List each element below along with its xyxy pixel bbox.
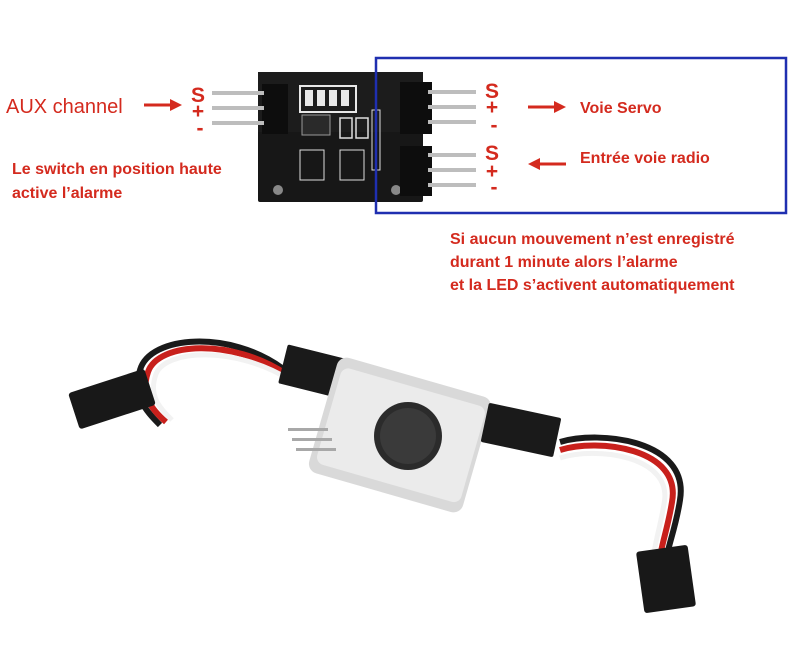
aux-channel-label: AUX channel: [6, 96, 123, 118]
radio-pin-signal: S: [484, 142, 499, 165]
left-pin-minus: -: [196, 117, 204, 140]
radio-pin-minus: -: [490, 176, 498, 199]
radio-pin-plus: +: [485, 160, 499, 183]
servo-pin-signal: S: [484, 80, 499, 103]
switch-line-2: active l’alarme: [12, 185, 123, 202]
alarm-module-photo: [68, 338, 696, 613]
highlight-box: [374, 56, 788, 215]
voie-servo-label: Voie Servo: [580, 100, 662, 117]
note-line-3: et la LED s’activent automatiquement: [450, 277, 735, 294]
aux-arrow-icon: [144, 99, 182, 111]
servo-pin-minus: -: [490, 114, 498, 137]
entree-voie-radio-label: Entrée voie radio: [580, 150, 710, 167]
right-pin-headers: [400, 82, 476, 196]
left-pin-plus: +: [191, 100, 205, 123]
left-pin-signal: S: [190, 84, 205, 107]
servo-pin-plus: +: [485, 96, 499, 119]
switch-line-1: Le switch en position haute: [12, 161, 222, 178]
note-line-2: durant 1 minute alors l’alarme: [450, 254, 678, 271]
left-pin-header: [212, 84, 288, 134]
switch-description: Le switch en position haute active l’ala…: [12, 158, 222, 206]
servo-arrow-icon: [528, 101, 566, 113]
radio-input-arrow-icon: [528, 158, 566, 170]
alarm-note: Si aucun mouvement n’est enregistré dura…: [450, 228, 735, 297]
note-line-1: Si aucun mouvement n’est enregistré: [450, 231, 735, 248]
